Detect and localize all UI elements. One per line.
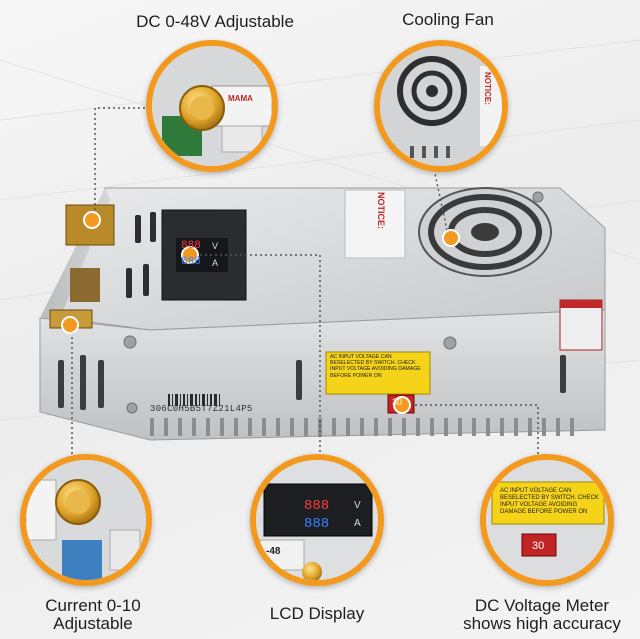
notice-sticker: [344, 189, 406, 259]
label-lcd-display: LCD Display: [269, 604, 365, 623]
top-vent-slots: [126, 212, 156, 298]
model-fragment: -48: [266, 546, 281, 557]
label-current-line1: Current 0-10: [45, 596, 141, 615]
label-meter-line1: DC Voltage Meter: [474, 596, 610, 615]
leader-lines: [71, 107, 539, 475]
callout-current-knob: [20, 454, 152, 586]
label-meter-line2: shows high accuracy: [463, 614, 621, 633]
callout-cooling-fan: NOTICE:: [374, 40, 508, 172]
chassis-front: [39, 309, 606, 441]
callout-lcd-amp-digits: 888: [304, 516, 330, 532]
callout-lcd-a: A: [354, 518, 361, 529]
callout-lcd-volt-digits: 888: [304, 498, 330, 514]
lcd-volt-digits: 888: [181, 240, 201, 252]
callout-warning-text: AC INPUT VOLTAGE CAN BESELECTED BY SWITC…: [500, 488, 599, 515]
label-cooling-fan: Cooling Fan: [402, 10, 494, 29]
highlight-dots: [61, 211, 460, 414]
label-voltage-adjustable: DC 0-48V Adjustable: [136, 12, 294, 31]
warning-text: AC INPUT VOLTAGE CAN BESELECTED BY SWITC…: [330, 354, 421, 379]
callout-switch-value: 30: [532, 540, 545, 552]
vent-slots: [58, 355, 566, 410]
warning-sticker: [325, 351, 431, 395]
spec-label: [559, 299, 603, 351]
lcd-volt-unit: V: [212, 241, 219, 251]
notice-title: NOTICE:: [376, 192, 386, 229]
switch-value: 30: [392, 397, 403, 407]
lcd-amp-unit: A: [212, 258, 219, 268]
lcd-amp-digits: 888: [181, 256, 201, 268]
callout-voltage-meter: AC INPUT VOLTAGE CAN BESELECTED BY SWITC…: [480, 454, 614, 586]
brand-fragment: MAMA: [228, 94, 253, 103]
callout-lcd-display: 888 888 V A -48: [250, 454, 384, 586]
barcode: [168, 394, 220, 406]
callout-voltage-knob: MAMA: [146, 40, 278, 172]
callout-lcd-v: V: [354, 500, 361, 511]
fan-notice-title: NOTICE:: [483, 72, 492, 105]
bottom-vent-row: [150, 418, 574, 436]
serial-number: 306C0H5B5T7Z21L4P5: [150, 404, 253, 414]
cooling-fan-grille: [418, 187, 552, 277]
screws: [123, 191, 544, 414]
label-current-line2: Adjustable: [53, 614, 133, 633]
